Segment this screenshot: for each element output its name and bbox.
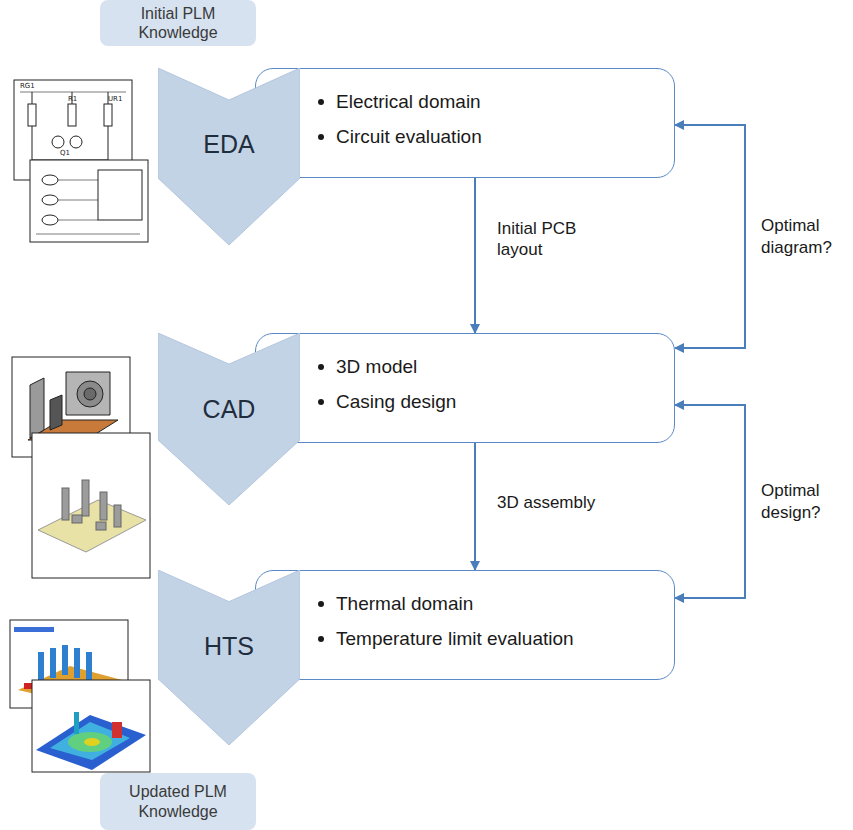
stage-chevron: HTS [158, 570, 300, 745]
flow-arrow [474, 178, 476, 333]
banner-text: Initial PLM Knowledge [108, 4, 248, 42]
bullet-text: 3D model [318, 356, 662, 379]
bullet-text: Thermal domain [318, 593, 662, 616]
flow-arrow [675, 125, 745, 348]
part-label: UR1 [108, 96, 122, 103]
bullet-text: Electrical domain [318, 91, 662, 114]
bullet-dot [318, 99, 324, 105]
edge-label: Optimal design? [759, 479, 853, 524]
bullet-dot [318, 399, 324, 405]
thermal-thumbnail [10, 620, 150, 772]
stage-chevron: EDA [158, 68, 300, 245]
knowledge-banner: Initial PLM Knowledge [100, 0, 256, 46]
bullet-dot [318, 601, 324, 607]
edge-label: Optimal diagram? [759, 214, 853, 259]
flow-arrow [675, 405, 745, 598]
knowledge-banner: Updated PLM Knowledge [100, 773, 256, 830]
process-box: Thermal domainTemperature limit evaluati… [255, 570, 675, 680]
bullet-dot [318, 364, 324, 370]
schematic-thumbnail [14, 80, 148, 242]
edge-label: 3D assembly [495, 491, 629, 514]
bullet-dot [318, 636, 324, 642]
part-label: RG1 [20, 83, 35, 90]
banner-text: Updated PLM Knowledge [108, 782, 248, 820]
flow-arrow [474, 443, 476, 570]
part-label: R1 [68, 96, 77, 103]
part-label: Q1 [60, 150, 70, 157]
process-box: 3D modelCasing design [255, 333, 675, 443]
bullet-text: Temperature limit evaluation [318, 628, 662, 651]
stage-chevron: CAD [158, 333, 300, 505]
cad-thumbnail [12, 357, 150, 578]
bullet-text: Casing design [318, 391, 662, 414]
stage-name: EDA [158, 130, 300, 159]
stage-name: CAD [158, 395, 300, 424]
process-box: Electrical domainCircuit evaluation [255, 68, 675, 178]
stage-name: HTS [158, 632, 300, 661]
edge-label: Initial PCB layout [495, 217, 611, 262]
bullet-text: Circuit evaluation [318, 126, 662, 149]
bullet-dot [318, 134, 324, 140]
